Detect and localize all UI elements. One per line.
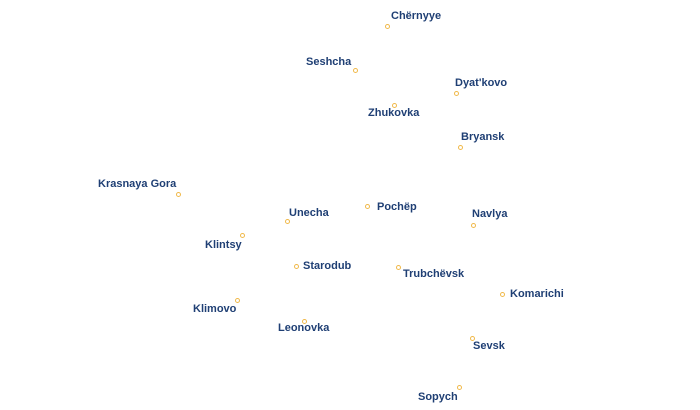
city-marker-sopych[interactable] xyxy=(457,385,462,390)
city-marker-bryansk[interactable] xyxy=(458,145,463,150)
city-marker-seshcha[interactable] xyxy=(353,68,358,73)
city-marker-dyatkovo[interactable] xyxy=(454,91,459,96)
city-label-leonovka: Leonovka xyxy=(278,322,330,334)
city-label-trubchevsk: Trubchëvsk xyxy=(403,268,465,280)
city-marker-zhukovka[interactable] xyxy=(392,103,397,108)
city-marker-starodub[interactable] xyxy=(294,264,299,269)
city-label-sopych: Sopych xyxy=(418,391,458,403)
city-marker-komarichi[interactable] xyxy=(500,292,505,297)
city-label-klimovo: Klimovo xyxy=(193,303,237,315)
city-marker-pochep[interactable] xyxy=(365,204,370,209)
city-marker-navlya[interactable] xyxy=(471,223,476,228)
city-label-klintsy: Klintsy xyxy=(205,239,242,251)
city-label-krasnaya-gora: Krasnaya Gora xyxy=(98,178,177,190)
city-label-bryansk: Bryansk xyxy=(461,131,505,143)
city-label-seshcha: Seshcha xyxy=(306,56,352,68)
city-marker-trubchevsk[interactable] xyxy=(396,265,401,270)
city-label-dyatkovo: Dyat'kovo xyxy=(455,77,508,89)
city-label-sevsk: Sevsk xyxy=(473,340,505,352)
city-marker-klimovo[interactable] xyxy=(235,298,240,303)
city-label-chernyye: Chërnyye xyxy=(391,10,442,22)
city-marker-unecha[interactable] xyxy=(285,219,290,224)
city-marker-chernyye[interactable] xyxy=(385,24,390,29)
city-marker-krasnaya-gora[interactable] xyxy=(176,192,181,197)
city-label-unecha: Unecha xyxy=(289,207,329,219)
city-marker-sevsk[interactable] xyxy=(470,336,475,341)
city-marker-klintsy[interactable] xyxy=(240,233,245,238)
city-label-starodub: Starodub xyxy=(303,260,352,272)
city-marker-leonovka[interactable] xyxy=(302,319,307,324)
city-label-pochep: Pochëp xyxy=(377,201,417,213)
city-label-navlya: Navlya xyxy=(472,208,508,220)
city-label-zhukovka: Zhukovka xyxy=(368,107,420,119)
city-label-komarichi: Komarichi xyxy=(510,288,564,300)
